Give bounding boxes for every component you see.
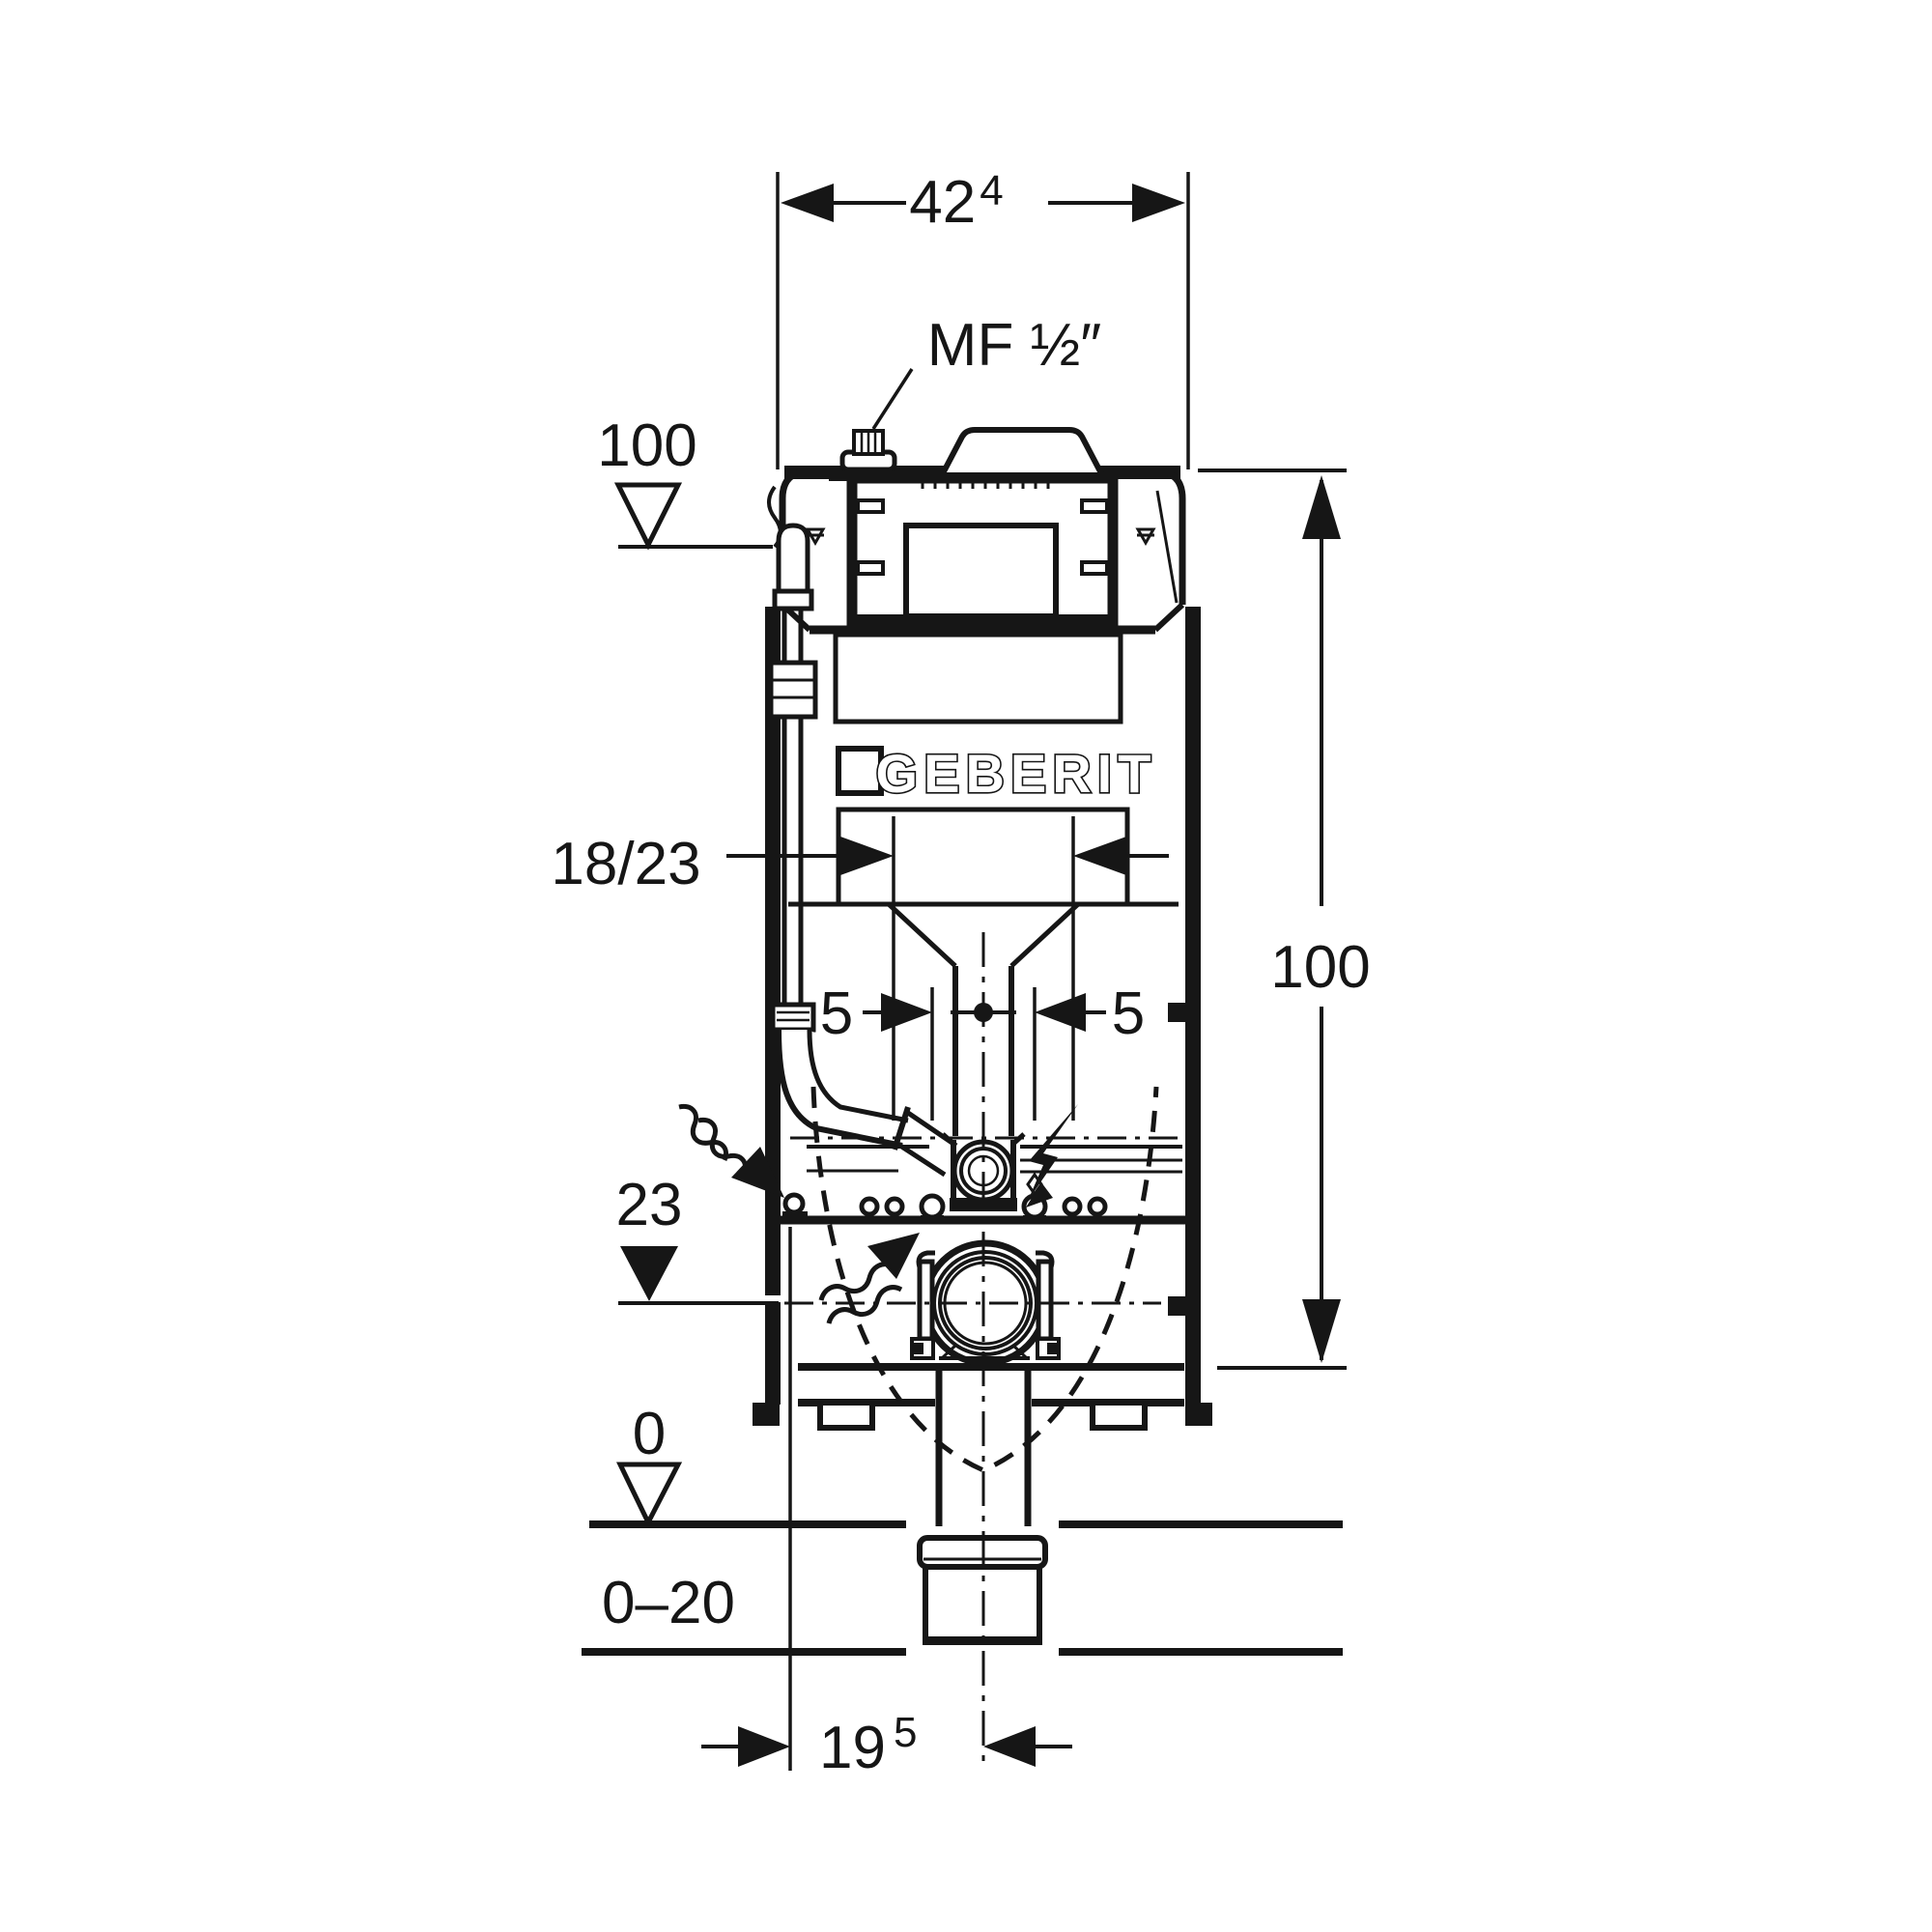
level-floor-0: 0 xyxy=(616,1401,683,1528)
label-connection: MF ½″ xyxy=(927,312,1101,379)
inspection-opening xyxy=(903,523,1059,619)
logo-square-icon xyxy=(836,746,884,796)
below-frame xyxy=(582,1370,1343,1656)
dimension-height-right: 100 xyxy=(1198,469,1371,1370)
label-width-top: 424 xyxy=(909,167,1003,236)
dimension-offsets: 5 5 xyxy=(820,980,1145,1121)
logo-text: GEBERIT xyxy=(876,743,1157,804)
label-frame-height: 100 xyxy=(1270,934,1370,1001)
label-offset-right: 5 xyxy=(1112,980,1145,1047)
dimension-width-top: 424 xyxy=(776,167,1190,469)
water-level-icon xyxy=(805,527,1156,547)
label-floor-level: 0 xyxy=(633,1401,666,1467)
bolt-icon xyxy=(1168,1296,1186,1316)
brand-logo: GEBERIT xyxy=(836,741,1157,806)
wc-pan-outline xyxy=(810,1086,1159,1473)
dimension-connection: MF ½″ xyxy=(871,312,1101,430)
flush-bend-assembly xyxy=(768,523,958,1178)
flexible-outlet-arrow-icon xyxy=(818,1233,920,1324)
electrical-connection-icon xyxy=(1026,1104,1078,1208)
outlet-socket xyxy=(917,1535,1048,1645)
bolt-icon xyxy=(1168,1003,1186,1022)
level-outlet-23: 23 xyxy=(616,1172,1161,1305)
drain-socket xyxy=(910,1239,1061,1367)
flexible-supply-arrow-icon xyxy=(678,1103,784,1198)
mounting-frame xyxy=(753,607,1212,1431)
dimension-pipe-depth: 18/23 xyxy=(551,816,1169,1121)
label-floor-range: 0–20 xyxy=(602,1570,735,1636)
frame-foot xyxy=(1090,1400,1148,1431)
label-outlet-level: 23 xyxy=(616,1172,683,1238)
inspection-box xyxy=(846,472,1119,634)
level-supply-100: 100 xyxy=(597,412,773,551)
flush-duct-cover xyxy=(937,427,1107,478)
label-pipe-depth: 18/23 xyxy=(551,831,700,897)
frame-foot xyxy=(817,1400,875,1431)
label-supply-level: 100 xyxy=(597,412,696,479)
label-offset-left: 5 xyxy=(820,980,853,1047)
concealed-cistern: GEBERIT xyxy=(767,427,1186,1136)
